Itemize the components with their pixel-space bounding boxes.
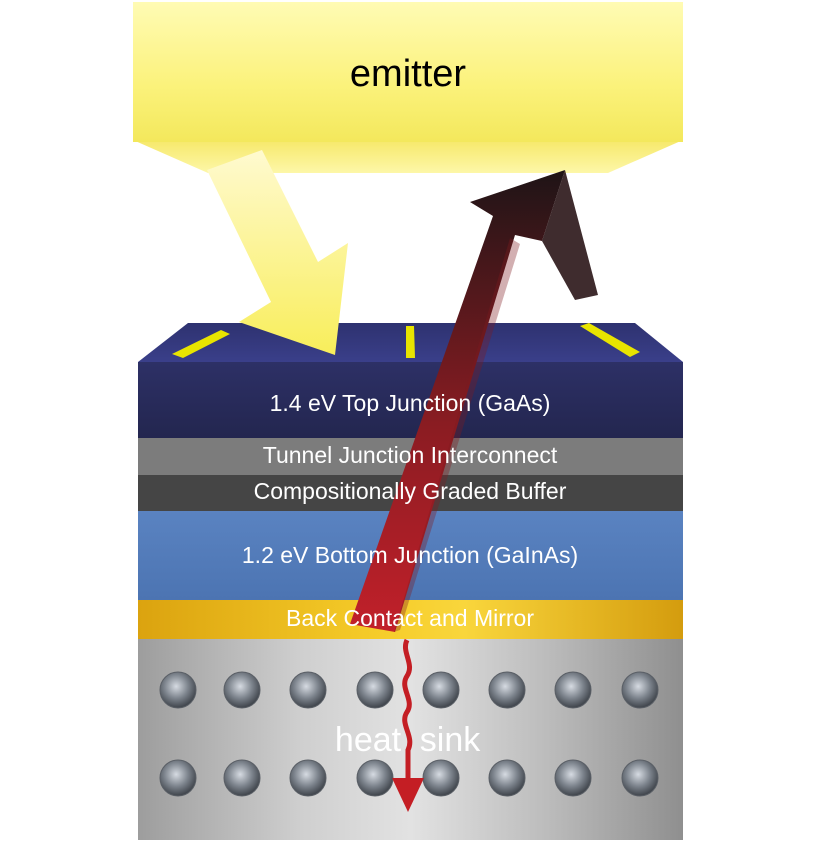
grid-finger-left [172,330,230,358]
heat-sink-hole [223,759,261,797]
emitter-bottom-face [133,140,683,173]
reflected-photon-arrow-head-right [542,170,598,300]
heat-sink-hole [289,671,327,709]
heat-sink-hole [422,671,460,709]
grid-finger-center [406,326,415,358]
graded-buffer-label: Compositionally Graded Buffer [254,478,567,504]
heat-sink-hole [356,671,394,709]
heat-flow-line [402,638,413,782]
heat-sink-label-sink: sink [420,721,481,759]
heat-sink-hole [356,759,394,797]
back-contact-label: Back Contact and Mirror [286,605,534,631]
back-contact-layer [138,600,683,639]
heat-sink-hole [223,671,261,709]
emitter-front-face [133,2,683,142]
heat-flow-arrowhead [392,778,424,812]
top-junction-label: 1.4 eV Top Junction (GaAs) [270,390,551,416]
reflected-photon-arrow [350,170,565,632]
heat-sink-hole [159,671,197,709]
grid-contacts [172,323,640,358]
heat-sink-hole [621,759,659,797]
heat-sink-hole [554,671,592,709]
heat-sink-hole [621,671,659,709]
top-junction-layer [138,362,683,438]
incident-light-arrow [207,150,348,355]
heat-sink-hole [554,759,592,797]
heat-sink-hole [488,759,526,797]
heat-sink-hole [422,759,460,797]
bottom-junction-label: 1.2 eV Bottom Junction (GaInAs) [242,542,578,568]
heat-sink-hole [488,671,526,709]
heat-sink-label-heat: heat [335,721,402,759]
heat-sink-holes [159,671,659,797]
emitter-label: emitter [350,53,466,95]
reflected-photon-arrow-shade [394,238,520,632]
emitter-block: emitter [133,2,683,173]
heat-sink-hole [159,759,197,797]
tunnel-junction-label: Tunnel Junction Interconnect [263,442,558,468]
grid-finger-right [580,323,640,357]
heat-sink-hole [289,759,327,797]
